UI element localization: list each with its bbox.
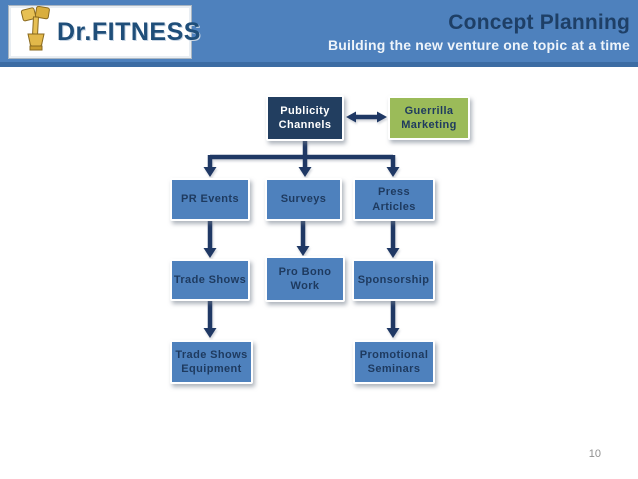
header-band-strip: [0, 62, 638, 67]
node-label: Promotional Seminars: [359, 348, 429, 375]
header-titles: Concept Planning Building the new ventur…: [210, 10, 630, 53]
node-surveys: Surveys: [265, 178, 342, 221]
node-sponsorship: Sponsorship: [352, 259, 435, 301]
node-press-articles: Press Articles: [353, 178, 435, 221]
node-guerrilla-marketing: Guerrilla Marketing: [388, 96, 470, 140]
node-label: Trade Shows Equipment: [175, 348, 248, 375]
node-label: Guerrilla Marketing: [401, 104, 457, 131]
node-pro-bono-work: Pro Bono Work: [265, 256, 345, 302]
node-publicity-channels: Publicity Channels: [266, 95, 344, 141]
dumbbell-trophy-icon: [19, 5, 55, 57]
slide-title: Concept Planning: [448, 11, 630, 34]
node-trade-shows: Trade Shows: [170, 259, 250, 301]
node-label: Press Articles: [372, 186, 416, 213]
node-label: PR Events: [180, 193, 239, 206]
node-label: Sponsorship: [357, 273, 430, 286]
logo: Dr.FITNESS: [8, 5, 200, 59]
logo-text: Dr.FITNESS: [57, 17, 201, 46]
node-promotional-seminars: Promotional Seminars: [353, 340, 435, 384]
slide-subtitle: Building the new venture one topic at a …: [327, 37, 630, 54]
node-label: Trade Shows: [173, 273, 247, 286]
node-label: Surveys: [280, 193, 327, 206]
node-trade-shows-equipment: Trade Shows Equipment: [170, 340, 253, 384]
node-pr-events: PR Events: [170, 178, 250, 221]
page-number: 10: [588, 448, 601, 460]
node-label: Publicity Channels: [278, 104, 332, 131]
node-label: Pro Bono Work: [278, 265, 332, 292]
